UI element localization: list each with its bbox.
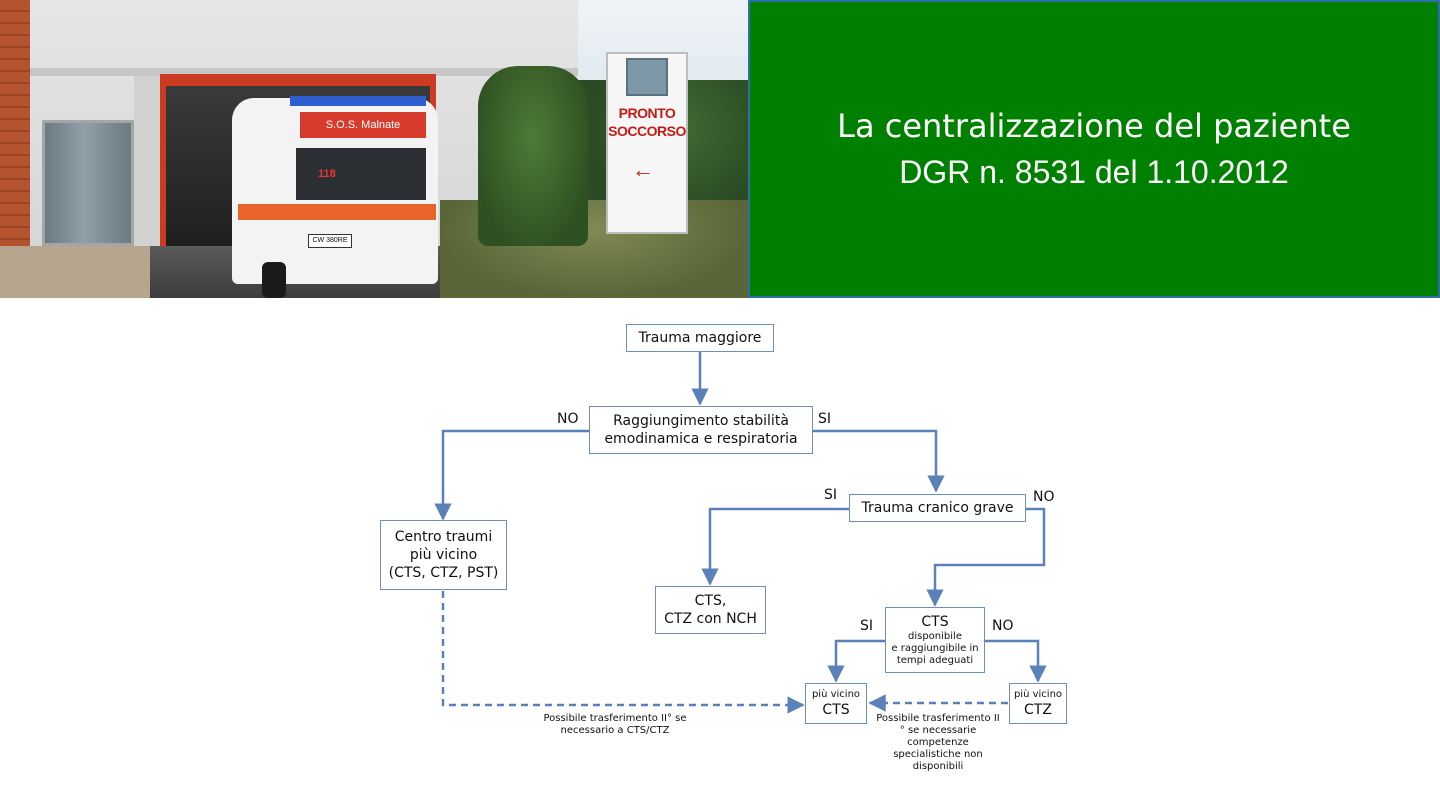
sign-line-2: SOCCORSO (608, 123, 686, 139)
box-trauma-maggiore: Trauma maggiore (626, 324, 774, 352)
box-trauma-cranico: Trauma cranico grave (849, 494, 1026, 522)
note-right-line-1: Possibile trasferimento II (876, 713, 1000, 724)
sidewalk (0, 246, 150, 298)
connector-cts-no (985, 639, 1047, 683)
box-cts-ctz-nch: CTS, CTZ con NCH (655, 586, 766, 634)
arrow-left-icon: ← (632, 157, 654, 182)
centro-line-3: (CTS, CTZ, PST) (388, 565, 499, 581)
box-stabilita: Raggiungimento stabilità emodinamica e r… (589, 406, 813, 454)
building-pillar (134, 76, 160, 250)
box-cts-disponibile: CTS disponibile e raggiungibile in tempi… (885, 607, 985, 673)
note-left-line-1: Possibile trasferimento II° se (543, 713, 687, 724)
label-si-cranico: SI (824, 487, 838, 503)
note-left-line-2: necessario a CTS/CTZ (560, 725, 670, 736)
connector-stability-no (434, 429, 590, 521)
connector-cranico-si (701, 507, 849, 586)
stabilita-line-2: emodinamica e respiratoria (604, 431, 798, 447)
cts-sub-3: tempi adeguati (896, 655, 974, 666)
label-no-stabilita: NO (557, 411, 579, 427)
nearest-ctz-main: CTZ (1024, 701, 1052, 718)
title-line-2: DGR n. 8531 del 1.10.2012 (899, 154, 1289, 190)
hospital-logo-icon (626, 58, 668, 96)
ambulance-lightbar (290, 96, 426, 106)
centro-line-2: più vicino (409, 547, 478, 563)
glass-door (42, 120, 134, 246)
note-transfer-right: Possibile trasferimento II ° se necessar… (870, 713, 1006, 773)
note-right-line-5: disponibili (912, 761, 964, 772)
cts-title: CTS (921, 614, 949, 630)
trauma-cranico-text: Trauma cranico grave (861, 500, 1014, 516)
ambulance-plate: CW 380RE (308, 234, 352, 248)
ambulance-badge: 118 (318, 168, 336, 180)
nearest-cts-top: più vicino (811, 688, 861, 700)
nearest-ctz-top: più vicino (1013, 688, 1063, 700)
ambulance-orange-stripe (238, 204, 436, 220)
ambulance-text: S.O.S. Malnate (325, 119, 401, 131)
stabilita-line-1: Raggiungimento stabilità (613, 413, 789, 429)
connector-transfer-left (441, 591, 805, 714)
sign-text: PRONTO SOCCORSO (606, 104, 688, 140)
pronto-soccorso-sign (606, 52, 688, 234)
building-eave (30, 68, 578, 76)
sign-line-1: PRONTO (618, 105, 676, 121)
brick-wall (0, 0, 30, 250)
note-right-line-3: competenze (907, 737, 969, 748)
centro-line-1: Centro traumi (394, 529, 493, 545)
note-right-line-4: specialistiche non (893, 749, 983, 760)
cts-nch-line-2: CTZ con NCH (664, 611, 757, 627)
connector-stability-si (812, 429, 945, 493)
note-right-line-2: ° se necessarie (899, 725, 977, 736)
label-si-stabilita: SI (818, 411, 832, 427)
ambulance-wheel (262, 262, 286, 298)
box-centro-traumi: Centro traumi più vicino (CTS, CTZ, PST) (380, 520, 507, 590)
ambulance-red-band: S.O.S. Malnate (300, 112, 426, 138)
ambulance-rear-window: 118 (296, 148, 426, 200)
label-no-cts: NO (992, 618, 1014, 634)
note-transfer-left: Possibile trasferimento II° se necessari… (520, 713, 710, 737)
ivy-bush (478, 66, 588, 246)
cts-sub-2: e raggiungibile in (891, 643, 979, 654)
nearest-cts-main: CTS (822, 701, 850, 718)
trauma-maggiore-text: Trauma maggiore (638, 330, 762, 346)
box-nearest-cts: più vicino CTS (805, 683, 867, 724)
box-nearest-ctz: più vicino CTZ (1009, 683, 1067, 724)
cts-nch-line-1: CTS, (694, 593, 727, 609)
cts-sub-1: disponibile (908, 631, 962, 642)
label-si-cts: SI (860, 618, 874, 634)
connector-cranico-no (926, 507, 1046, 607)
ambulance-plate-text: CW 380RE (312, 237, 348, 244)
title-panel: La centralizzazione del paziente DGR n. … (748, 0, 1440, 298)
label-no-cranico: NO (1033, 489, 1055, 505)
title-line-1: La centralizzazione del paziente (837, 107, 1351, 145)
connector-cts-si (827, 639, 885, 683)
ambulance-photo: S.O.S. Malnate 118 CW 380RE PRONTO SOCCO… (0, 0, 748, 298)
